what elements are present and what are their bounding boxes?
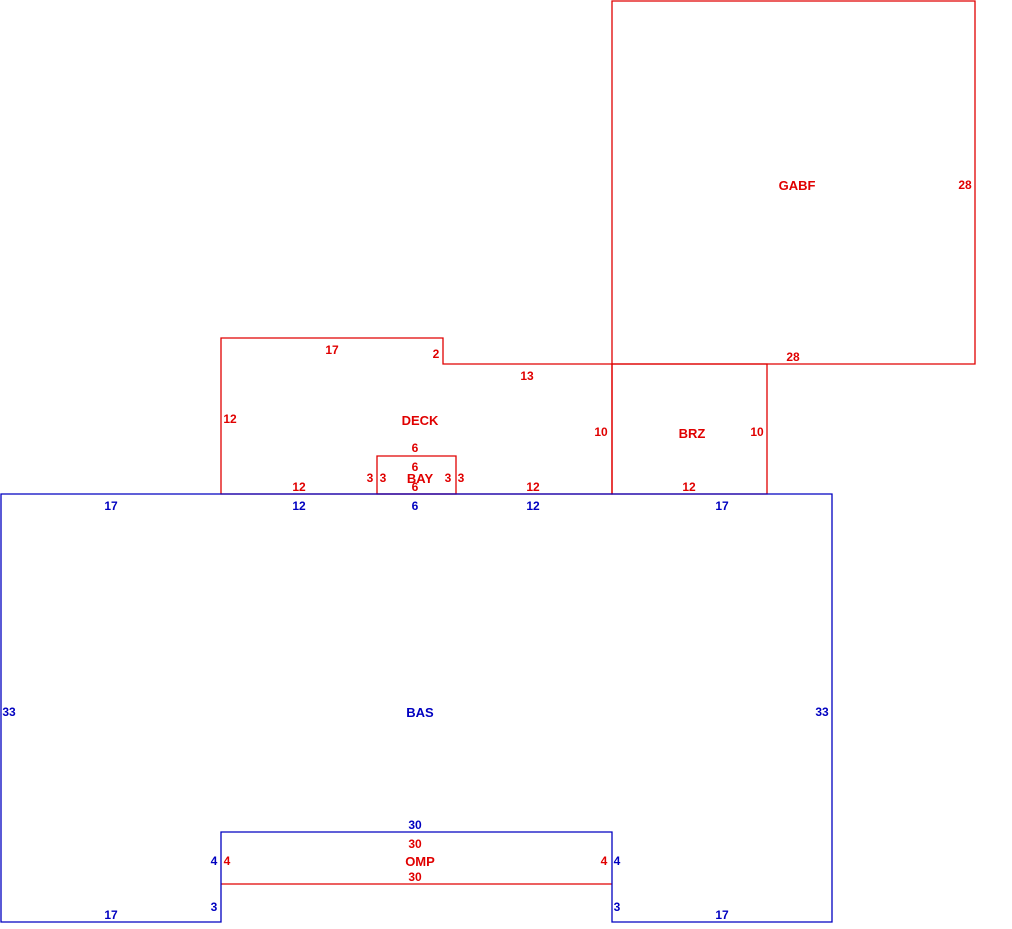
bas-dim-notch-right-upper: 4 [614, 854, 621, 868]
brz-label: BRZ [679, 426, 706, 441]
bay-dim-top: 6 [412, 441, 419, 455]
omp-dim-right: 4 [601, 854, 608, 868]
gabf-outline [611, 0, 976, 365]
brz-dim-right: 10 [750, 425, 764, 439]
deck-dim-top: 17 [325, 343, 339, 357]
bay-dim-left-inner: 3 [380, 471, 387, 485]
bas-dim-right: 33 [815, 705, 829, 719]
brz-dim-bottom: 12 [682, 480, 696, 494]
bas-dim-bottom-left: 17 [104, 908, 118, 922]
deck-dim-step: 2 [433, 347, 440, 361]
deck-dim-left: 12 [223, 412, 237, 426]
omp-dim-left: 4 [224, 854, 231, 868]
bay-dim-bottom: 6 [412, 480, 419, 494]
bay-label: BAY [407, 471, 434, 486]
gabf-dim-bottom: 28 [786, 350, 800, 364]
bas-label: BAS [406, 705, 434, 720]
bay-dim-right-outer: 3 [458, 471, 465, 485]
bas-dim-notch-right: 3 [614, 900, 621, 914]
bas-outline [0, 493, 833, 923]
omp-dim-bottom: 30 [408, 870, 422, 884]
bas-dim-top-deck-right: 12 [526, 499, 540, 513]
bas-dim-top-right: 17 [715, 499, 729, 513]
bas-dim-notch-left: 3 [211, 900, 218, 914]
deck-dim-upper-right: 13 [520, 369, 534, 383]
deck-dim-bottom-right: 12 [526, 480, 540, 494]
bas-dim-bottom-right: 17 [715, 908, 729, 922]
bas-dim-top-left: 17 [104, 499, 118, 513]
bas-dim-notch-left-upper: 4 [211, 854, 218, 868]
bas-dim-left: 33 [2, 705, 16, 719]
bay-dim-inner-top: 6 [412, 460, 419, 474]
deck-dim-right: 10 [594, 425, 608, 439]
bas-dim-top-deck-left: 12 [292, 499, 306, 513]
omp-label: OMP [405, 854, 435, 869]
omp-dim-top: 30 [408, 837, 422, 851]
deck-label: DECK [402, 413, 439, 428]
bay-dim-right-inner: 3 [445, 471, 452, 485]
bay-dim-left-outer: 3 [367, 471, 374, 485]
bas-dim-notch-top: 30 [408, 818, 422, 832]
gabf-label: GABF [779, 178, 816, 193]
bas-dim-top-bay: 6 [412, 499, 419, 513]
deck-dim-bottom-left: 12 [292, 480, 306, 494]
gabf-dim-right: 28 [958, 178, 972, 192]
